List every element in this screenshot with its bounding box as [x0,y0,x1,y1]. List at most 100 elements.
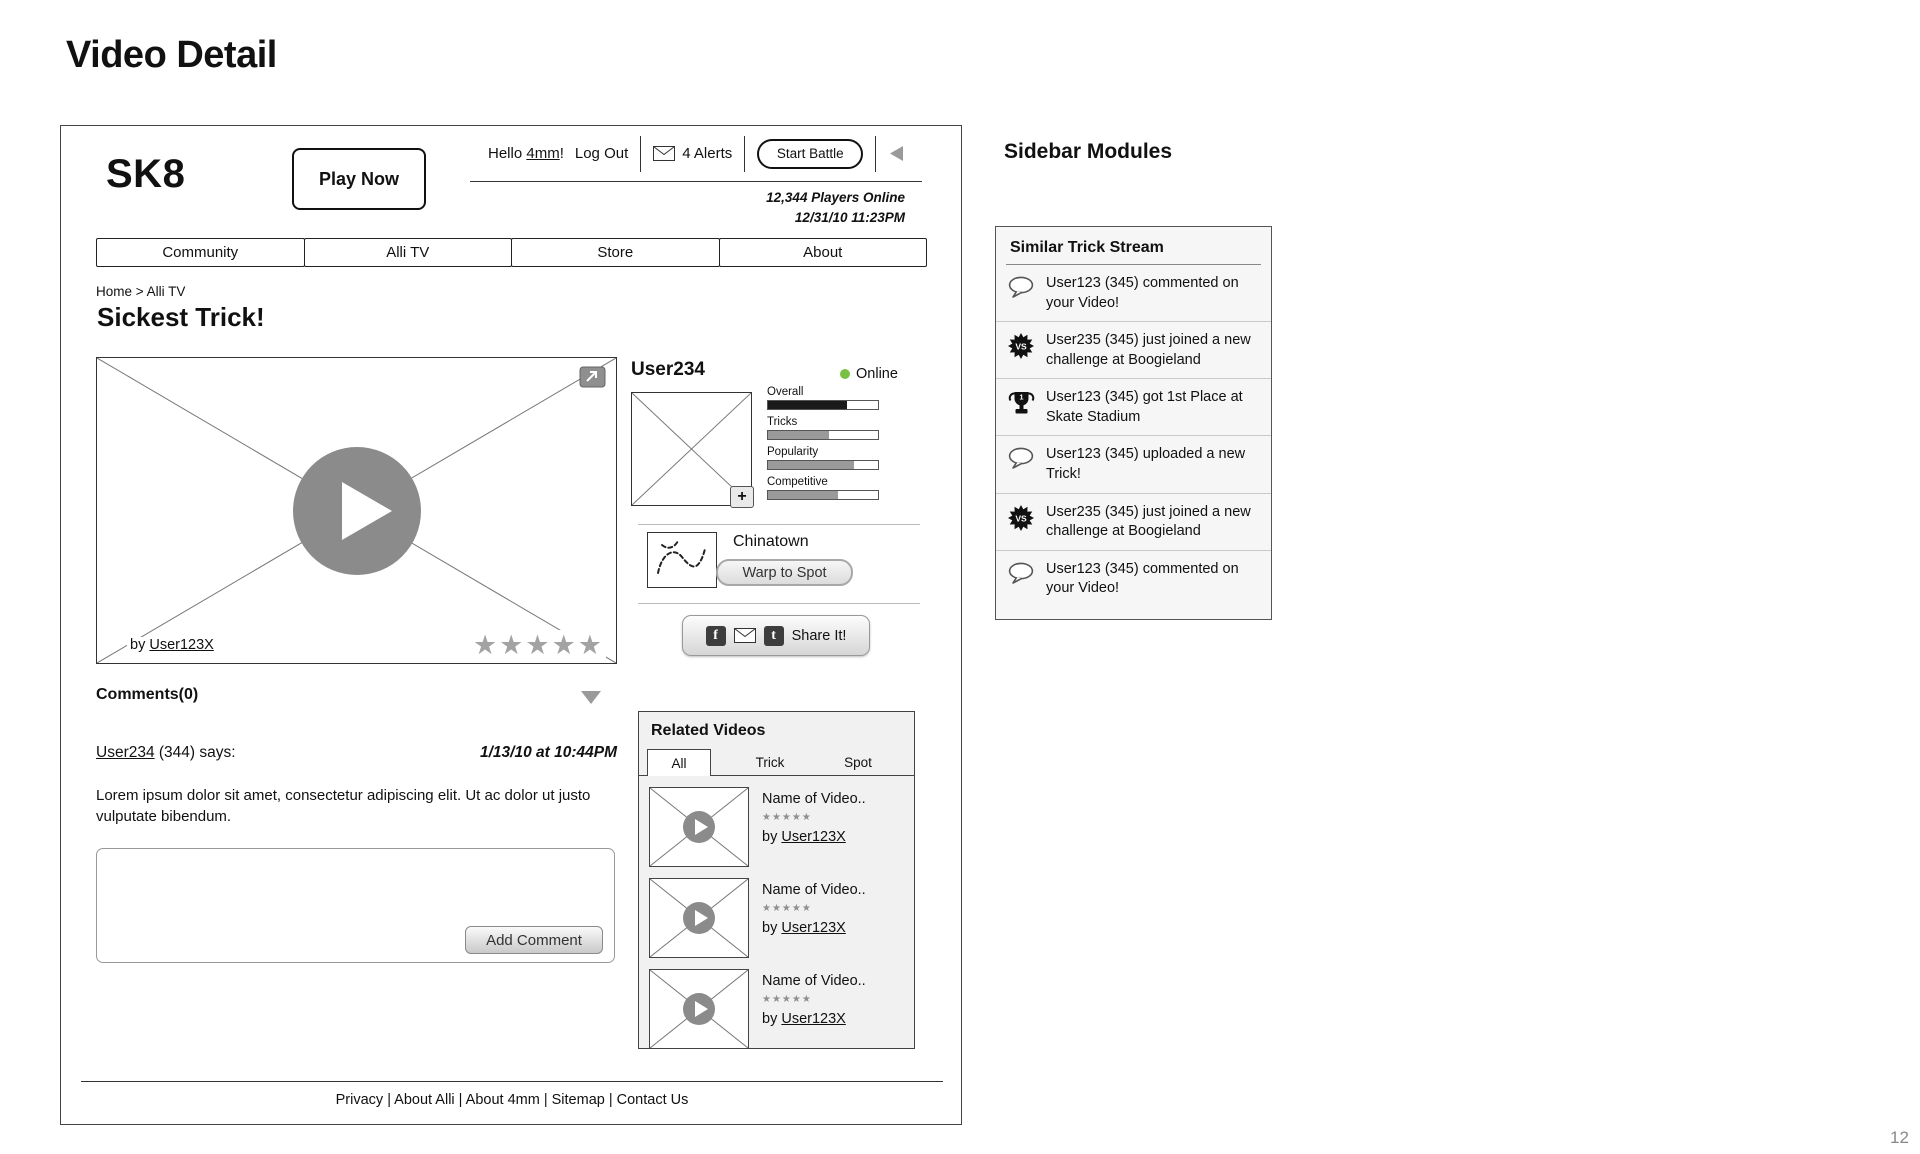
collapse-comments-icon[interactable] [581,691,601,704]
logout-link[interactable]: Log Out [574,145,629,162]
footer-links[interactable]: Privacy | About Alli | About 4mm | Sitem… [335,1092,689,1108]
stream-item[interactable]: VS User235 (345) just joined a new chall… [996,322,1271,380]
profile-avatar[interactable]: + [631,392,754,508]
alerts-label: 4 Alerts [682,145,733,162]
related-video-info: Name of Video.. ★★★★★ by User123X [762,969,866,1049]
related-video-name[interactable]: Name of Video.. [762,973,866,989]
stat-tricks: Tricks [767,416,881,440]
page-title: Video Detail [66,34,277,76]
nav-community[interactable]: Community [96,238,305,267]
nav-about[interactable]: About [718,238,927,267]
add-comment-button[interactable]: Add Comment [465,926,603,954]
tab-trick[interactable]: Trick [755,755,785,770]
site-logo: SK8 [106,152,186,196]
video-author-link[interactable]: User123X [149,637,214,653]
video-thumbnail[interactable] [649,878,749,958]
play-icon[interactable] [682,901,716,935]
online-label: Online [856,366,898,382]
spot-map-thumbnail[interactable] [647,532,717,588]
divider [875,135,877,172]
related-video-author: by User123X [762,1010,846,1027]
vs-icon: VS [1008,503,1036,542]
main-wireframe: SK8 Play Now Hello 4mm! Log Out 4 Alerts… [60,125,962,1125]
comment-timestamp: 1/13/10 at 10:44PM [479,744,617,761]
divider [640,135,642,172]
comment-icon [1008,445,1036,484]
related-video-author: by User123X [762,919,846,936]
related-video-name[interactable]: Name of Video.. [762,882,866,898]
stat-fill [768,461,854,469]
share-label: Share It! [791,627,847,644]
related-author-link[interactable]: User123X [781,1010,846,1027]
video-player: by User123X ★★★★★ [96,357,617,664]
main-nav: Community Alli TV Store About [96,238,927,267]
play-icon[interactable] [682,810,716,844]
comment-body: Lorem ipsum dolor sit amet, consectetur … [96,787,591,825]
stream-item[interactable]: User123 (345) uploaded a new Trick! [996,436,1271,494]
stat-popularity: Popularity [767,446,881,470]
username-link[interactable]: 4mm [526,145,560,162]
related-video-item[interactable]: Name of Video.. ★★★★★ by User123X [639,958,914,1049]
stat-competitive: Competitive [767,476,881,500]
stat-fill [768,401,848,409]
play-icon[interactable] [682,992,716,1026]
related-video-item[interactable]: Name of Video.. ★★★★★ by User123X [639,867,914,958]
vs-icon: VS [1008,331,1036,370]
start-battle-button[interactable]: Start Battle [757,138,864,169]
footer-divider [81,1081,943,1082]
speaker-icon[interactable] [888,145,905,162]
spot-name: Chinatown [733,533,809,550]
video-thumbnail[interactable] [649,969,749,1049]
mail-icon [653,146,676,161]
divider [1006,264,1261,265]
comment-icon [1008,560,1036,599]
facebook-icon[interactable]: f [705,625,726,646]
related-video-stars: ★★★★★ [762,993,812,1005]
nav-alli-tv[interactable]: Alli TV [303,238,512,267]
stream-item-text: User123 (345) got 1st Place at Skate Sta… [1046,389,1243,425]
stream-item[interactable]: User123 (345) commented on your Video! [996,265,1271,323]
play-button[interactable] [292,446,422,576]
related-video-name[interactable]: Name of Video.. [762,791,866,807]
comment-author-link[interactable]: User234 [96,744,155,761]
email-share-icon[interactable] [733,628,756,643]
players-count: 12,344 Players Online [766,190,905,205]
similar-trick-stream-module: Similar Trick Stream User123 (345) comme… [995,226,1272,620]
stat-bars: Overall Tricks Popularity Competitive [767,386,881,506]
nav-store[interactable]: Store [511,238,720,267]
stream-item[interactable]: User123 (345) commented on your Video! [996,551,1271,607]
video-thumbnail[interactable] [649,787,749,867]
twitter-icon[interactable]: t [763,625,784,646]
alerts[interactable]: 4 Alerts [641,145,744,162]
related-author-link[interactable]: User123X [781,828,846,845]
play-now-button[interactable]: Play Now [292,148,426,210]
stat-fill [768,491,839,499]
share-bar[interactable]: f t Share It! [682,615,870,656]
video-title: Sickest Trick! [97,302,265,332]
trophy-icon: 1 [1008,388,1036,427]
related-video-item[interactable]: Name of Video.. ★★★★★ by User123X [639,776,914,867]
related-author-link[interactable]: User123X [781,919,846,936]
players-online: 12,344 Players Online 12/31/10 11:23PM [766,188,905,227]
add-friend-button[interactable]: + [730,486,754,508]
stream-item-text: User123 (345) commented on your Video! [1046,560,1239,597]
sound-cell [876,145,917,162]
breadcrumb[interactable]: Home > Alli TV [96,284,186,299]
comments-heading: Comments(0) [96,686,199,703]
map-route-icon [657,540,706,574]
stream-item[interactable]: 1 User123 (345) got 1st Place at Skate S… [996,379,1271,437]
popout-icon[interactable] [579,366,606,388]
datetime: 12/31/10 11:23PM [794,209,905,225]
tab-all[interactable]: All [647,749,711,776]
related-video-info: Name of Video.. ★★★★★ by User123X [762,878,866,958]
stream-item[interactable]: VS User235 (345) just joined a new chall… [996,494,1271,551]
comment-author-line: User234 (344) says: [96,744,236,761]
comment-input[interactable]: Add Comment [96,848,615,963]
video-rating-stars[interactable]: ★★★★★ [470,630,606,661]
related-video-stars: ★★★★★ [762,811,812,823]
profile-username[interactable]: User234 [631,359,705,380]
warp-to-spot-button[interactable]: Warp to Spot [716,559,853,586]
divider [638,603,920,604]
tab-spot[interactable]: Spot [844,755,872,770]
